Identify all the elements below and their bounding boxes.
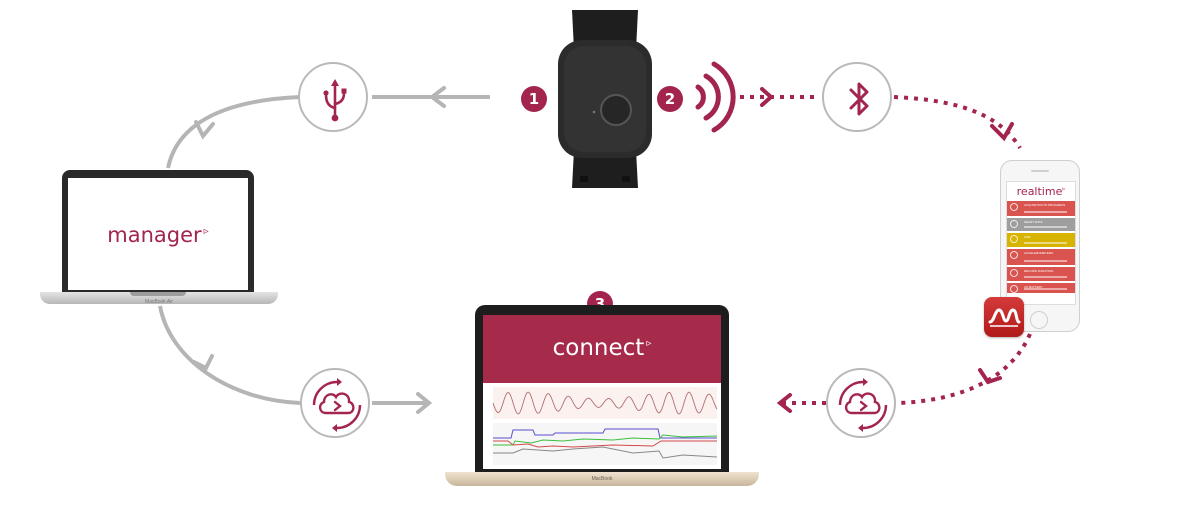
manager-app-title: manager▹ — [68, 223, 248, 247]
realtime-metric-row: HEART RATE — [1007, 218, 1075, 231]
waveform-top — [492, 391, 718, 415]
cloud-sync-node-right — [826, 368, 896, 438]
manager-app-name: manager — [107, 223, 202, 247]
connect-laptop-screen: connect▹ — [475, 305, 729, 473]
pulse-wave-icon — [988, 308, 1021, 327]
wearable-sensor-watch — [558, 10, 652, 188]
arrow-usb-to-manager — [194, 120, 215, 140]
manager-to-cloud-arc — [158, 305, 301, 405]
metric-bar — [1024, 288, 1067, 290]
realtime-metric-row: GSR — [1007, 233, 1075, 247]
manager-laptop-label: MacBook Air — [144, 299, 174, 305]
arrow-cloud-to-connect — [416, 392, 433, 414]
cloud-sync-icon — [838, 378, 888, 432]
usb-icon — [323, 79, 347, 122]
connect-header: connect▹ — [483, 315, 721, 383]
metric-icon — [1010, 220, 1018, 228]
metric-label: ACCELEROMETERS — [1024, 251, 1054, 255]
phone-to-cloud-dotted — [899, 333, 1032, 405]
realtime-metric-row: CD BATTERY — [1007, 283, 1075, 293]
realtime-metric-row: RECORD DURATION — [1007, 267, 1075, 281]
bluetooth-icon — [849, 82, 869, 116]
manager-display: manager▹ — [68, 178, 248, 290]
realtime-phone-screen: realtime▹ ACQUISITION IN PROGRESS HEART R… — [1006, 181, 1076, 305]
realtime-app-icon — [984, 297, 1024, 337]
connect-laptop-label: MacBook — [591, 476, 613, 482]
metric-label: GSR — [1024, 235, 1031, 239]
usb-to-manager-arc — [166, 95, 301, 169]
arrow-to-connect — [776, 393, 792, 413]
metric-icon — [1010, 251, 1018, 259]
brand-mark-icon: ▹ — [203, 226, 209, 237]
waveform-gray — [493, 446, 718, 459]
phone-home-button — [1030, 311, 1048, 329]
metric-label: CD BATTERY — [1024, 285, 1043, 289]
arrow-wireless — [760, 87, 775, 107]
connect-laptop-base: MacBook — [445, 472, 759, 486]
arrow-manager-to-cloud — [192, 354, 214, 371]
metric-bar — [1024, 226, 1067, 228]
connect-display: connect▹ — [483, 315, 721, 469]
bluetooth-to-phone-dotted — [893, 95, 1022, 150]
cloud-sync-node-left — [300, 368, 370, 438]
metric-label: HEART RATE — [1024, 220, 1043, 224]
arrow-watch-to-usb — [428, 86, 446, 108]
waveform-blue — [493, 428, 717, 439]
metric-icon — [1010, 203, 1018, 211]
manager-laptop-screen: manager▹ — [62, 170, 254, 293]
arrow-phone-to-cloud — [978, 368, 1002, 385]
metric-bar — [1024, 211, 1067, 213]
realtime-metric-row: ACCELEROMETERS — [1007, 249, 1075, 265]
metric-icon — [1010, 285, 1018, 293]
realtime-app-title: realtime▹ — [1007, 185, 1075, 198]
metric-icon — [1010, 269, 1018, 277]
metric-label: ACQUISITION IN PROGRESS — [1024, 203, 1066, 207]
manager-laptop-notch — [130, 292, 186, 296]
realtime-app-name: realtime — [1016, 185, 1063, 198]
step-badge-2: 2 — [657, 86, 683, 112]
metric-bar — [1024, 242, 1067, 244]
phone-speaker — [1031, 170, 1049, 172]
wireless-signal-icon — [695, 61, 736, 133]
cloud-sync-icon — [312, 378, 362, 432]
bluetooth-node — [822, 62, 892, 132]
arrow-bluetooth-to-phone — [990, 122, 1014, 142]
metric-icon — [1010, 235, 1018, 243]
metric-label: RECORD DURATION — [1024, 269, 1054, 273]
metric-bar — [1024, 276, 1067, 278]
realtime-metric-row: ACQUISITION IN PROGRESS — [1007, 201, 1075, 216]
step-badge-1: 1 — [521, 86, 547, 112]
connect-signal-plots — [483, 383, 721, 469]
manager-laptop-base: MacBook Air — [40, 292, 278, 305]
connect-app-title: connect▹ — [483, 335, 721, 361]
usb-node — [298, 62, 368, 132]
waveform-red — [493, 440, 717, 448]
metric-bar — [1024, 260, 1067, 262]
brand-mark-icon: ▹ — [646, 338, 652, 350]
waveform-green — [493, 434, 718, 446]
realtime-phone: realtime▹ ACQUISITION IN PROGRESS HEART R… — [1000, 160, 1080, 332]
brand-mark-icon: ▹ — [1062, 185, 1066, 193]
connect-app-name: connect — [552, 335, 645, 361]
